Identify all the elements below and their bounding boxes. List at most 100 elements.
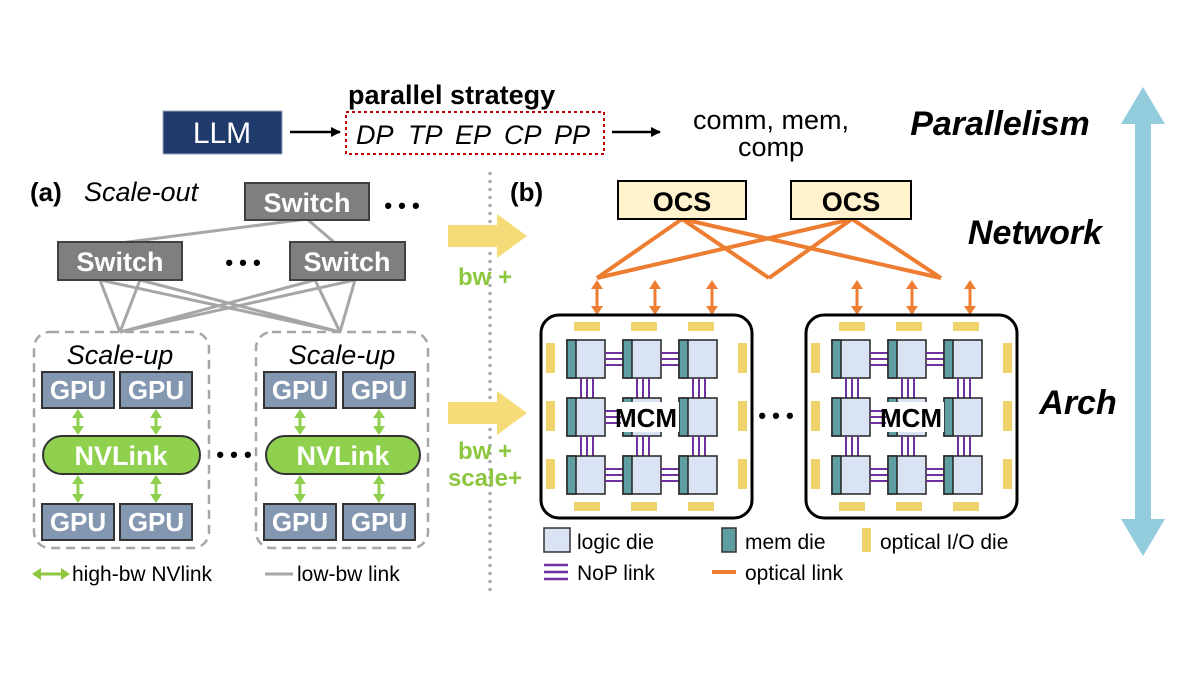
scaleup-left-label: Scale-up [67,340,174,370]
nvlink-arrow [373,409,385,435]
panel-a-label: (a) [30,177,62,207]
gpu-l2-label: GPU [128,375,184,405]
legend-nop-text: NoP link [577,562,655,585]
mem-die [622,339,633,379]
optical-io-die [688,322,714,331]
nvlink-arrow [294,475,306,503]
optical-io-die [546,459,555,489]
gpu-r3 [263,503,337,541]
optical-io-die [896,322,922,331]
optical-io-die [839,322,865,331]
scaleup-group-left [32,330,211,550]
strategy-title: parallel strategy [348,80,555,110]
scale-out-label: Scale-out [84,177,200,207]
optical-io-arrow [851,280,863,315]
optical-io-die [738,343,747,373]
output-line2: comp [738,132,804,162]
optical-links [595,217,943,280]
legend-optical-io-swatch [862,528,871,552]
optical-io-die [1003,459,1012,489]
legend-logic-swatch [543,527,571,553]
bw-arch-label2: scale+ [448,465,522,492]
gpu-l4 [119,503,193,541]
scaleup-ellipsis: • • • [216,442,251,467]
mem-die [622,455,633,495]
nvlink-left-label: NVLink [74,441,168,471]
mem-die [678,397,689,437]
scaleup-group-right [254,330,430,550]
mem-die [943,455,954,495]
optical-io-die [811,401,820,431]
strategy-tp: TP [408,120,443,150]
strategy-list: DP TP EP CP PP [356,120,590,150]
mcm-ellipsis: • • • [758,403,793,428]
mem-die [831,455,842,495]
nvlink-arrow [294,409,306,435]
ocs-right [790,180,912,220]
switch-right-label: Switch [303,247,390,277]
gpu-l4-label: GPU [128,507,184,537]
ocs-right-label: OCS [822,187,881,217]
optical-io-die [546,343,555,373]
optical-io-arrows [591,280,976,315]
nvlink-arrow [72,475,84,503]
optical-io-die [574,502,600,511]
mem-die [887,339,898,379]
gpu-l1-label: GPU [50,375,106,405]
mem-die [678,339,689,379]
gpu-r2-label: GPU [351,375,407,405]
optical-io-die [811,343,820,373]
switch-left [57,241,183,281]
legend-mem-text: mem die [745,531,826,554]
nvlink-arrow [72,409,84,435]
optical-io-die [1003,343,1012,373]
switch-top-ellipsis: • • • [384,193,419,218]
legend-optical-io-text: optical I/O die [880,531,1008,554]
optical-io-die [811,459,820,489]
side-double-arrow [1121,87,1165,556]
optical-io-die [953,502,979,511]
level-network: Network [968,214,1104,252]
ocs-left [617,180,747,220]
bw-network-label: bw + [458,264,512,291]
optical-io-die [1003,401,1012,431]
bw-arch-label1: bw + [458,438,512,465]
nvlink-left [42,435,201,475]
mcm-label: MCM [615,403,677,433]
bw-arrow-network [448,214,527,258]
optical-io-die [953,322,979,331]
mem-die [831,339,842,379]
switch-top [244,182,370,221]
mem-die [566,455,577,495]
gpu-r1 [263,371,337,409]
optical-io-arrow [706,280,718,315]
switch-right [289,241,406,281]
gpu-l1 [41,371,115,409]
strategy-cp: CP [504,120,542,150]
nvlink-right [265,435,421,475]
legend-low-bw-text: low-bw link [297,563,400,586]
gpu-r4 [342,503,416,541]
legend-mem-swatch [721,527,737,553]
switch-left-label: Switch [76,247,163,277]
mcm-package-left: MCM [539,313,754,520]
nvlink-arrow [150,475,162,503]
switch-top-label: Switch [263,188,350,218]
gpu-r1-label: GPU [272,375,328,405]
optical-io-die [896,502,922,511]
gpu-l2 [119,371,193,409]
output-line1: comm, mem, [693,105,849,135]
optical-io-arrow [591,280,603,315]
legend-optical-link-text: optical link [745,562,844,585]
optical-io-arrow [649,280,661,315]
legend-nop-swatch [544,563,568,581]
strategy-ep: EP [455,120,491,150]
strategy-pp: PP [554,120,590,150]
optical-io-die [631,322,657,331]
gpu-r4-label: GPU [351,507,407,537]
scaleup-right-label: Scale-up [289,340,396,370]
mem-die [943,397,954,437]
nvlink-right-label: NVLink [296,441,390,471]
mcm-package-right: MCM [804,313,1019,520]
